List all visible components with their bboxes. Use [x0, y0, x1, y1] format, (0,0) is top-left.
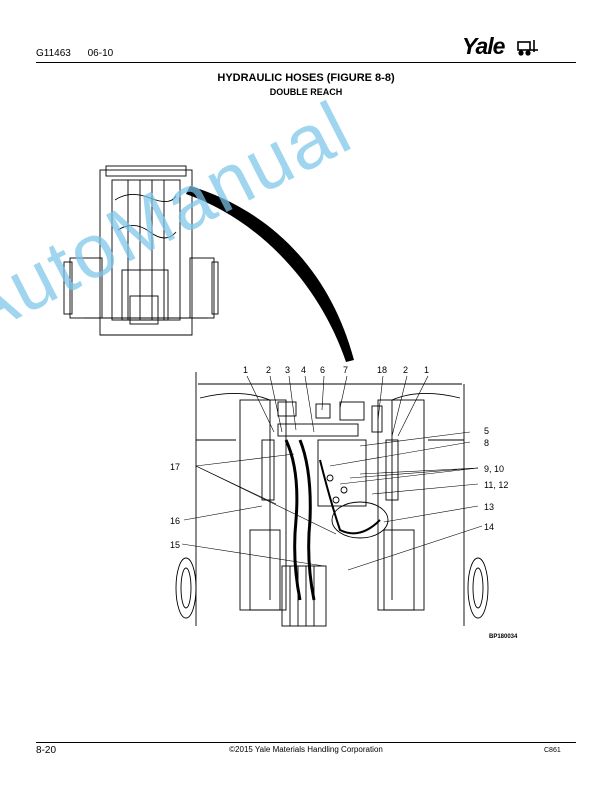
brand-name: Yale: [462, 33, 505, 59]
doc-date: 06-10: [87, 48, 114, 59]
callout-label: 16: [170, 516, 180, 526]
callout-label: 1: [424, 365, 429, 375]
callout-labels: 1 2 3 4 6 7 18 2 1 5 8 9, 10 11, 12 13 1…: [170, 365, 508, 550]
leader-lines: [181, 375, 483, 571]
overview-inset: [63, 165, 219, 336]
callout-label: 3: [285, 365, 290, 375]
page-title: HYDRAULIC HOSES (FIGURE 8-8): [217, 72, 395, 84]
footer-rule: [36, 742, 576, 743]
callout-label: 7: [343, 365, 348, 375]
callout-label: 17: [170, 462, 180, 472]
callout-label: 6: [320, 365, 325, 375]
figure-code: BP180034: [489, 634, 518, 640]
callout-label: 2: [403, 365, 408, 375]
copyright: ©2015 Yale Materials Handling Corporatio…: [229, 745, 383, 754]
callout-label: 2: [266, 365, 271, 375]
callout-label: 4: [301, 365, 306, 375]
callout-label: 14: [484, 522, 494, 532]
page-number: 8-20: [36, 745, 57, 756]
page-subtitle: DOUBLE REACH: [269, 87, 343, 97]
callout-label: 9, 10: [484, 464, 504, 474]
callout-label: 11, 12: [484, 480, 508, 490]
callout-label: 8: [484, 438, 489, 448]
callout-label: 13: [484, 502, 494, 512]
callout-label: 1: [243, 365, 248, 375]
callout-label: 5: [484, 426, 489, 436]
zoom-pointer: [186, 186, 354, 362]
forklift-icon: [517, 40, 538, 56]
yale-logo: Yale: [462, 33, 542, 59]
callout-label: 15: [170, 540, 180, 550]
header-rule: [36, 62, 576, 63]
doc-number: G11463: [36, 48, 71, 59]
detail-view: [175, 372, 489, 627]
callout-label: 18: [377, 365, 387, 375]
footer-code: C861: [544, 747, 561, 754]
document-id: G11463 06-10: [36, 48, 127, 59]
